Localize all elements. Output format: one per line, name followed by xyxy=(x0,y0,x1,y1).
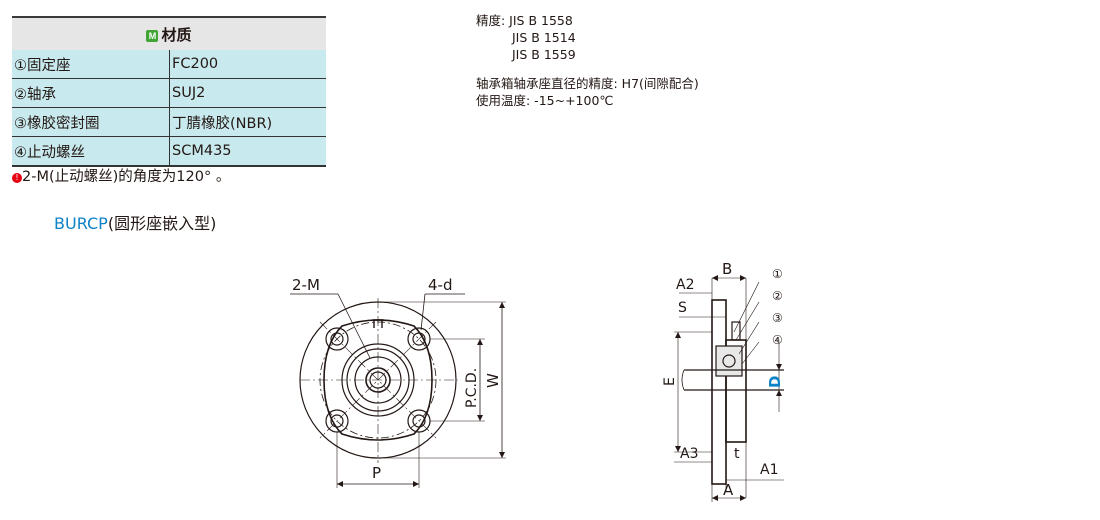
label-b: B xyxy=(722,262,732,278)
table-row: ③橡胶密封圈 丁腈橡胶(NBR) xyxy=(12,107,326,137)
label-4d: 4-d xyxy=(428,276,452,294)
product-desc: (圆形座嵌入型) xyxy=(107,214,217,233)
material-header-label: 材质 xyxy=(161,25,192,44)
label-p: P xyxy=(372,464,381,482)
label-a1: A1 xyxy=(760,462,778,478)
angle-note-text: 2-M(止动螺丝)的角度为120° 。 xyxy=(22,169,231,185)
label-d: D xyxy=(766,376,784,388)
material-cell: 丁腈橡胶(NBR) xyxy=(169,107,326,137)
callout-2: ② xyxy=(772,289,783,303)
callout-3: ③ xyxy=(772,311,783,325)
housing-precision: 轴承箱轴承座直径的精度: H7(间隙配合) xyxy=(476,76,699,91)
side-view-drawing: A2 B S E D A3 t A1 A ① ② ③ ④ xyxy=(662,262,784,502)
angle-note: !2-M(止动螺丝)的角度为120° 。 xyxy=(12,165,230,186)
label-s: S xyxy=(678,300,687,316)
label-w: W xyxy=(484,373,502,388)
label-a: A xyxy=(723,481,734,499)
section-title: BURCP(圆形座嵌入型) xyxy=(54,210,216,234)
callout-1: ① xyxy=(772,267,783,281)
label-t: t xyxy=(734,446,740,462)
precision-line: 精度: JIS B 1558 xyxy=(476,13,573,28)
part-cell: ③橡胶密封圈 xyxy=(12,107,170,137)
label-e: E xyxy=(662,377,678,386)
part-cell: ②轴承 xyxy=(12,78,170,108)
callout-4: ④ xyxy=(772,333,783,347)
label-a3: A3 xyxy=(680,446,698,462)
temperature-range: 使用温度: -15~+100℃ xyxy=(476,93,614,108)
label-pcd: P.C.D. xyxy=(464,368,480,408)
material-cell: SCM435 xyxy=(169,136,326,167)
material-cell: FC200 xyxy=(169,50,326,79)
material-cell: SUJ2 xyxy=(169,78,326,108)
label-a2: A2 xyxy=(676,277,694,293)
part-cell: ①固定座 xyxy=(12,50,170,79)
bolt-hole xyxy=(325,327,349,351)
part-cell: ④止动螺丝 xyxy=(12,136,170,167)
material-badge-icon: M xyxy=(146,29,159,42)
front-view-drawing: 2-M 4-d P P.C.D. W xyxy=(290,276,506,488)
table-row: ②轴承 SUJ2 xyxy=(12,78,326,108)
table-row: ①固定座 FC200 xyxy=(12,50,326,79)
table-row: ④止动螺丝 SCM435 xyxy=(12,136,326,167)
precision-line-2: JIS B 1514 xyxy=(512,30,576,45)
product-code: BURCP xyxy=(54,214,108,233)
spec-block: 精度: JIS B 1558 JIS B 1514 JIS B 1559 轴承箱… xyxy=(476,12,699,109)
label-2m: 2-M xyxy=(292,276,320,294)
precision-line-3: JIS B 1559 xyxy=(512,47,576,62)
warning-icon: ! xyxy=(12,173,22,183)
